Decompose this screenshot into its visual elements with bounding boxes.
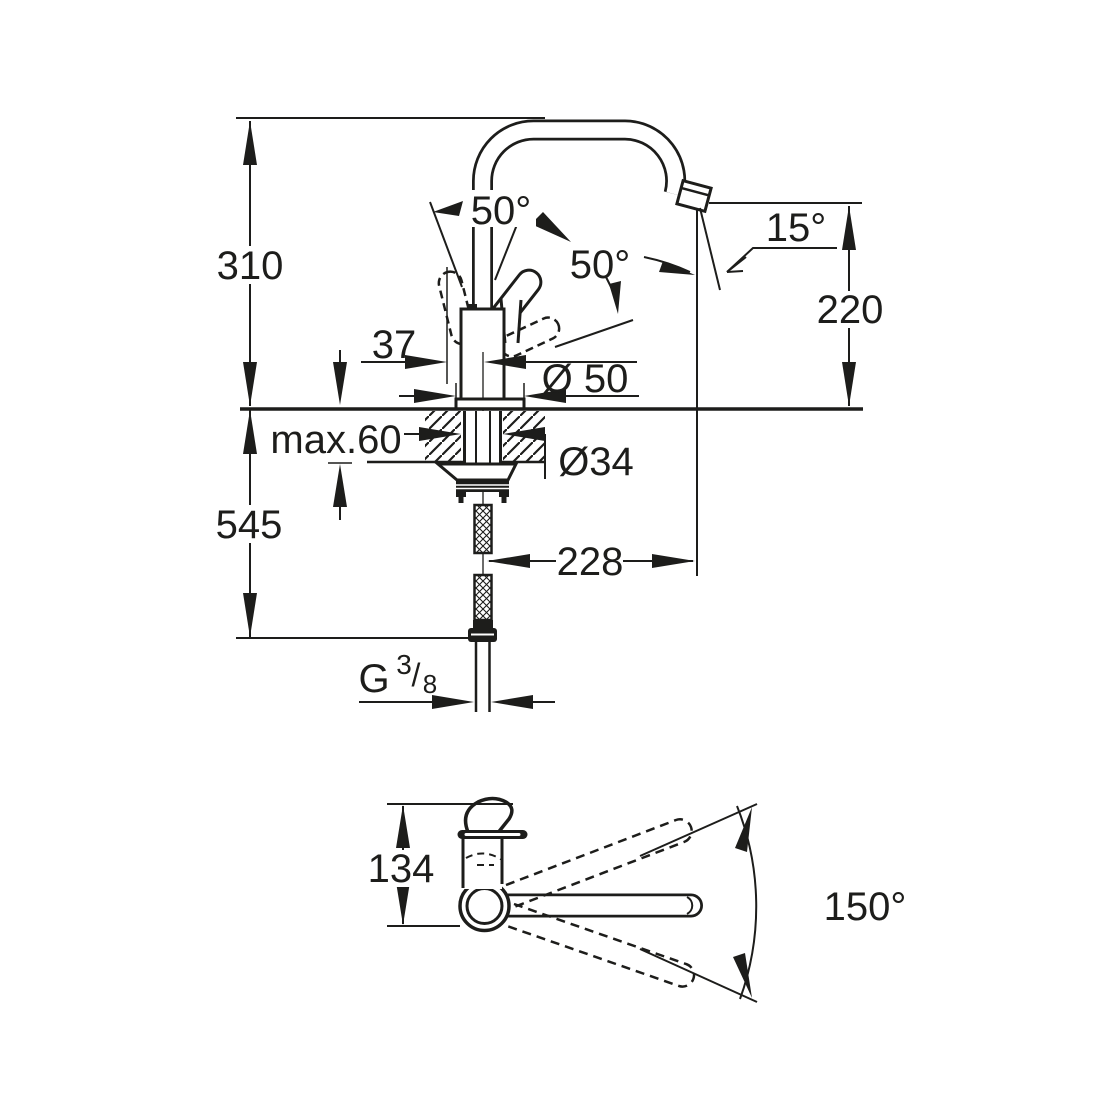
arrow-right (652, 554, 695, 568)
handle-lever-right-dashed (499, 316, 634, 358)
arrow-up (333, 464, 347, 507)
spout-tube (472, 119, 687, 322)
arrow-up (842, 206, 856, 250)
dim-dia50-label: Ø 50 (542, 357, 629, 401)
dim-15: 15° (643, 206, 837, 275)
dim-15-label: 15° (766, 206, 827, 250)
aerator (675, 178, 713, 214)
arrow-down (733, 953, 752, 998)
supply-hose-upper (473, 503, 493, 555)
dim-134-label: 134 (368, 847, 435, 891)
dim-545: 545 (216, 410, 493, 639)
dim-228: 228 (487, 540, 695, 584)
dim-dia34-label: Ø34 (558, 440, 634, 484)
arrow-up (735, 807, 752, 852)
handle-lever-top (463, 796, 514, 836)
arrow-up (243, 410, 257, 454)
dim-220: 220 (709, 202, 884, 406)
arrow-left (484, 355, 526, 369)
lever-axis-line (554, 319, 634, 348)
arrow-left (491, 695, 533, 709)
spout-arm-dashed-down (506, 902, 696, 988)
top-view-handle (457, 796, 528, 889)
arm-tip-inner-arc (686, 896, 694, 915)
dim-150-label: 150° (824, 885, 907, 929)
dim-50-right: 50° (570, 243, 631, 314)
spout-arm (483, 893, 703, 918)
dim-134: 134 (367, 803, 513, 927)
arrow-up (396, 805, 410, 848)
dim-150: 150° (639, 803, 907, 1003)
spout-hollow (474, 122, 684, 322)
arrow-down (396, 882, 410, 925)
angle-leg-lower (639, 948, 758, 1003)
side-view: 310 545 220 50° (216, 117, 884, 712)
hidden-cartridge-arc (465, 852, 503, 861)
thread-slash: / (412, 657, 421, 693)
angle-leg-upper (639, 803, 758, 857)
top-view: 134 150° (367, 796, 907, 1003)
arrow-right (531, 212, 571, 242)
arrow-right (659, 261, 695, 275)
body-inner-circle (465, 887, 504, 925)
dim-dia34: Ø34 (503, 427, 634, 484)
dim-37-label: 37 (372, 323, 417, 367)
arrow-up (243, 121, 257, 165)
arrow-left (524, 389, 566, 403)
dim-max60: max.60 (268, 350, 461, 520)
nut-foot-right (499, 492, 509, 497)
arrow-left (503, 427, 545, 441)
thread-denominator: 8 (423, 669, 437, 699)
dim-50-left: 50° (429, 189, 571, 288)
supply-hose-lower (473, 573, 493, 628)
arrow-right (414, 389, 456, 403)
arrow-down (243, 593, 257, 637)
arrow-down (609, 281, 621, 314)
dim-37: 37 (361, 267, 637, 384)
dim-310: 310 (217, 117, 545, 406)
connection-pipe (474, 642, 491, 712)
arrow-down (842, 362, 856, 406)
arrow-down (333, 362, 347, 405)
arrow-right (405, 355, 447, 369)
body-top-tab (467, 304, 477, 310)
spout-arm-dashed-up (505, 818, 693, 909)
mounting-shank (463, 411, 502, 464)
arrow-left (433, 201, 463, 216)
dim-50-right-label: 50° (570, 243, 631, 287)
arrow-down (243, 362, 257, 406)
dim-thread: G 3 / 8 (358, 649, 555, 709)
dim-220-label: 220 (817, 288, 884, 332)
dim-228-label: 228 (557, 540, 624, 584)
thread-numerator: 3 (396, 649, 412, 680)
arrow-right (432, 695, 474, 709)
spout-axis-15deg-line (699, 207, 721, 291)
dim-310-label: 310 (217, 244, 284, 288)
dim-dia50: Ø 50 (399, 357, 639, 403)
arrow-right (419, 427, 461, 441)
dim-50-left-label: 50° (471, 189, 532, 233)
nut-foot-left (456, 492, 466, 497)
dim-545-label: 545 (216, 503, 283, 547)
hose-connector-nut (468, 628, 497, 642)
arrow-left (487, 554, 530, 568)
dim-max60-label: max.60 (270, 418, 401, 462)
thread-prefix: G (358, 657, 389, 701)
mounting-nut (433, 462, 519, 503)
